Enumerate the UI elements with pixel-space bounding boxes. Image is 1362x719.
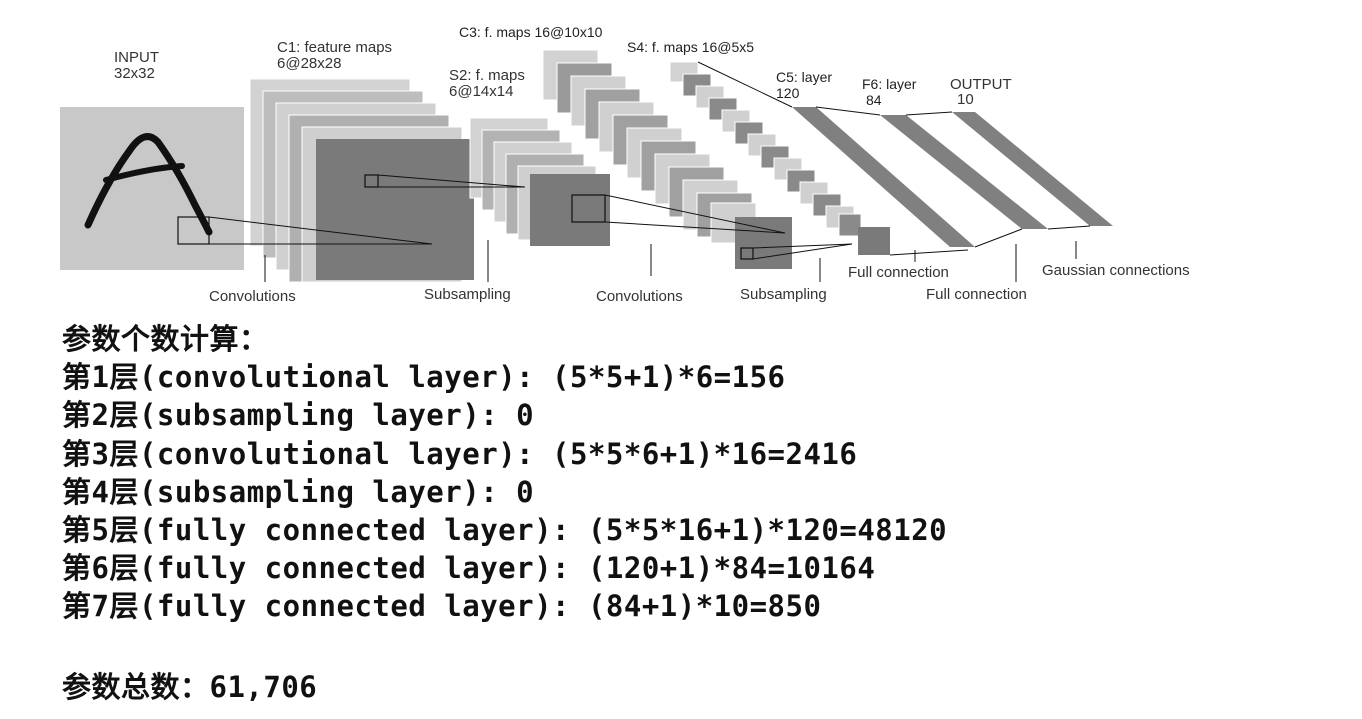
s4-title: S4: f. maps 16@5x5 [627, 39, 754, 55]
calc-row-layer-1: 第1层(convolutional layer): (5*5+1)*6=156 [62, 360, 786, 395]
s4-feature-maps [669, 61, 890, 255]
calc-row-layer-7: 第7层(fully connected layer): (84+1)*10=85… [62, 589, 822, 624]
calc-heading: 参数个数计算： [62, 322, 269, 356]
calc-row-layer-4: 第4层(subsampling layer): 0 [62, 474, 535, 509]
s2-feature-maps [469, 117, 610, 246]
input-title: INPUT [114, 49, 159, 66]
parameter-calculation: 参数个数计算： 第1层(convolutional layer): (5*5+1… [62, 320, 947, 626]
f6-layer [880, 115, 1048, 229]
calc-row-layer-2: 第2层(subsampling layer): 0 [62, 398, 535, 433]
c5-title: C5: layer [776, 69, 832, 85]
calc-row-layer-3: 第3层(convolutional layer): (5*5*6+1)*16=2… [62, 436, 858, 471]
c5-size: 120 [776, 85, 800, 101]
f6-size: 84 [866, 92, 882, 108]
lenet5-architecture-diagram: INPUT 32x32 C1: feature maps 6@28x28 S2:… [60, 24, 1190, 305]
op-convolutions-1: Convolutions [209, 288, 296, 305]
op-subsampling-1: Subsampling [424, 286, 511, 303]
s2-title: S2: f. maps [449, 67, 525, 84]
c3-feature-maps [542, 49, 792, 269]
op-convolutions-2: Convolutions [596, 288, 683, 305]
output-title: OUTPUT [950, 76, 1012, 93]
output-size: 10 [957, 91, 974, 108]
f6-title: F6: layer [862, 76, 917, 92]
input-size: 32x32 [114, 65, 155, 82]
input-layer [60, 107, 244, 270]
calc-row-layer-5: 第5层(fully connected layer): (5*5*16+1)*1… [62, 513, 948, 548]
op-gaussian-connections: Gaussian connections [1042, 262, 1190, 279]
c1-size: 6@28x28 [277, 55, 341, 72]
output-layer [952, 112, 1113, 226]
c5-layer [792, 107, 975, 247]
c3-title: C3: f. maps 16@10x10 [459, 24, 603, 40]
s2-size: 6@14x14 [449, 83, 513, 100]
calc-row-layer-6: 第6层(fully connected layer): (120+1)*84=1… [62, 551, 876, 586]
parameter-total: 参数总数：61,706 [62, 670, 318, 704]
op-full-connection-2: Full connection [926, 286, 1027, 303]
op-full-connection-1: Full connection [848, 264, 949, 281]
op-subsampling-2: Subsampling [740, 286, 827, 303]
c1-title: C1: feature maps [277, 39, 392, 56]
